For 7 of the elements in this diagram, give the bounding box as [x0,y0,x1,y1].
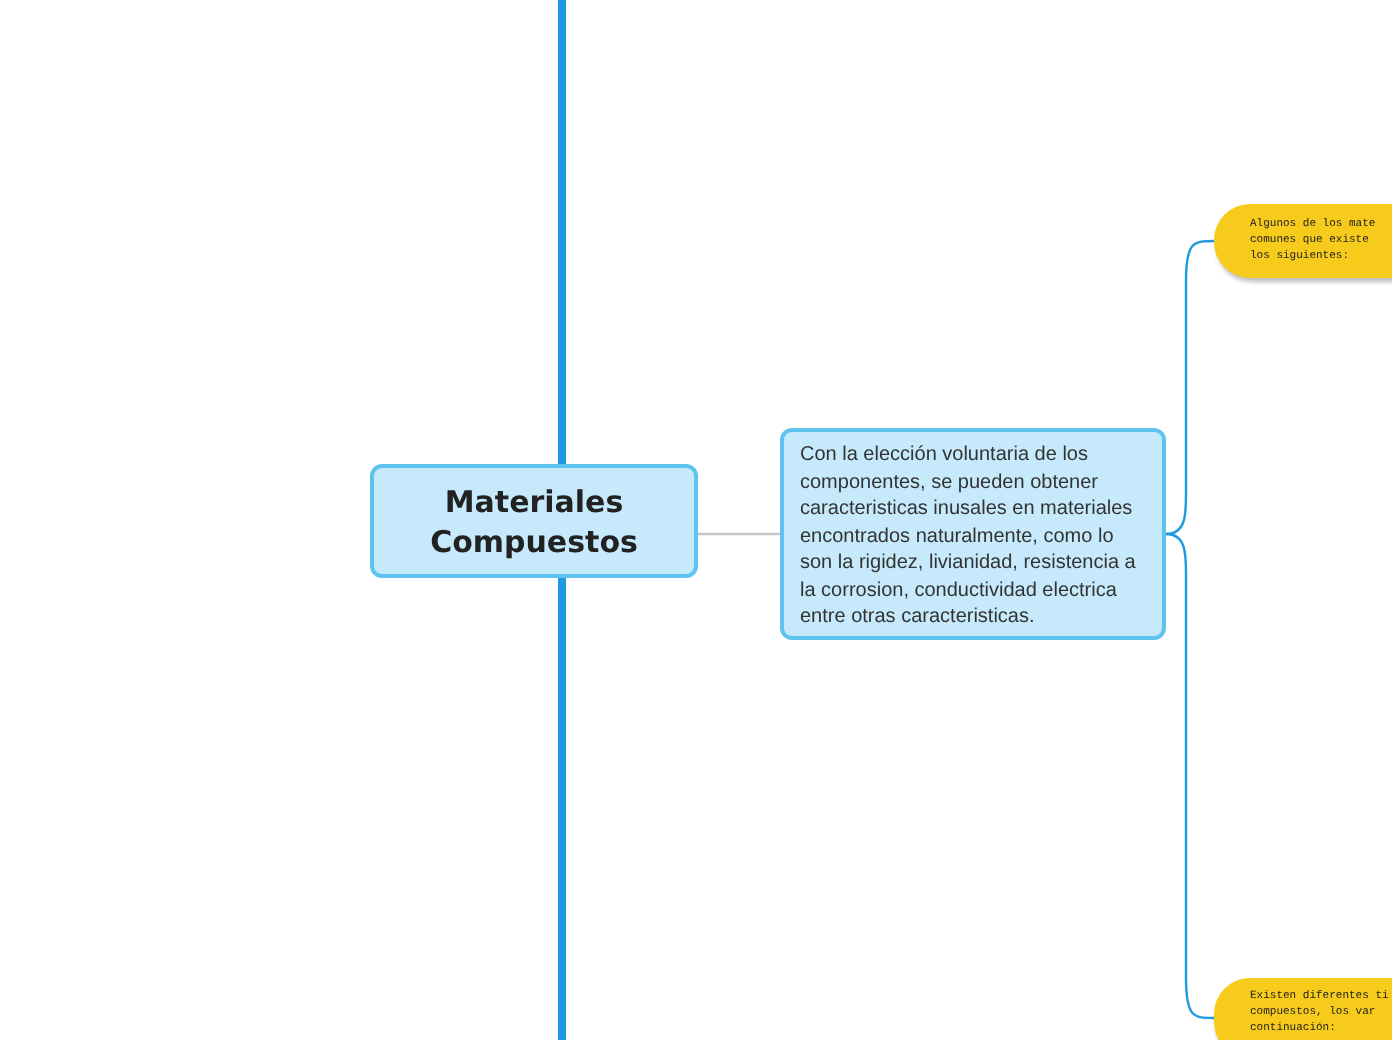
connector-line [698,532,780,536]
node-text: Materiales Compuestos [428,481,640,561]
central-topic-box [370,464,698,578]
connector-line [1165,239,1214,536]
topic-box [780,428,1166,640]
node-text: Con la elección voluntaria de los componentes, se pueden obtener caracteristicas inusales en materiales encontrados naturalmente, como lo son la rigidez, livianidad, resistencia a la corrosion, conductividad electrica entre otras caracteristicas. [800,442,1138,631]
subtopic-pill [1214,204,1392,278]
